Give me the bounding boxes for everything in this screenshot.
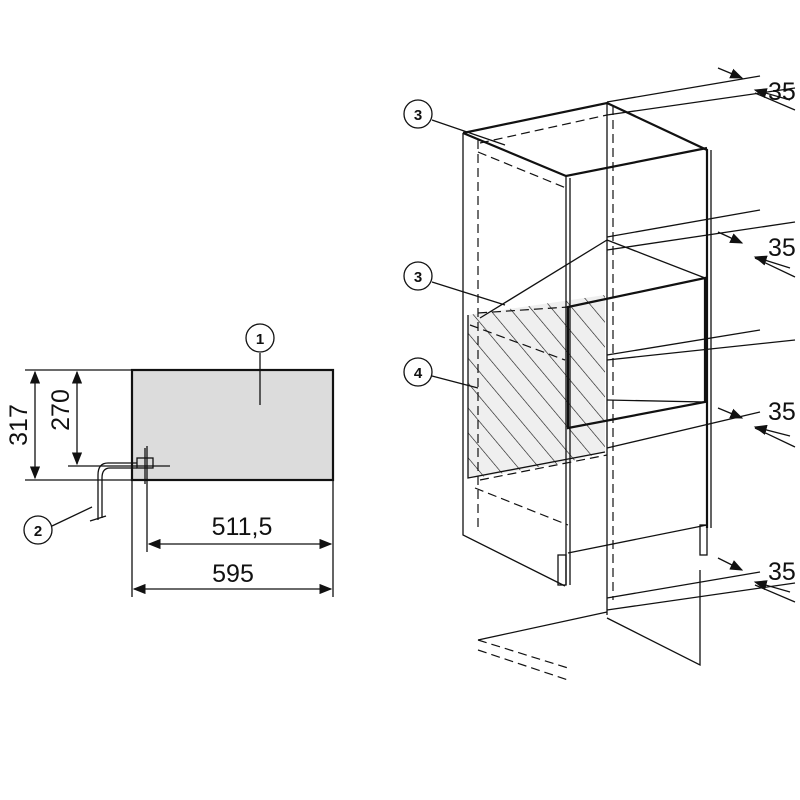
callout-3-middle: 3: [414, 269, 422, 286]
vent-dim-label-1: 35: [768, 78, 796, 106]
dim-label-270: 270: [47, 389, 75, 431]
appliance-body: [130, 368, 335, 482]
tall-cabinet-view: 35 35 35 35 3 3 4: [403, 67, 796, 681]
callout-4: 4: [414, 365, 423, 382]
hatched-area: [468, 295, 605, 478]
dim-label-595: 595: [212, 560, 254, 588]
vent-dim-label-4: 35: [768, 558, 796, 586]
vent-dimension-upper-shelf: [606, 209, 796, 278]
appliance-side-view: 317 270 511,5 595 1 2: [5, 323, 335, 597]
dim-label-317: 317: [5, 404, 33, 446]
vent-dimension-lower-shelf: [606, 329, 796, 449]
vent-dim-label-2: 35: [768, 234, 796, 262]
vent-dimension-top: [606, 67, 796, 116]
vent-dim-label-3: 35: [768, 398, 796, 426]
callout-2: 2: [34, 523, 42, 540]
vent-dimension-bottom: [606, 557, 796, 611]
callout-1: 1: [256, 331, 264, 348]
dim-label-511-5: 511,5: [212, 513, 273, 541]
callout-3-top: 3: [414, 107, 422, 124]
